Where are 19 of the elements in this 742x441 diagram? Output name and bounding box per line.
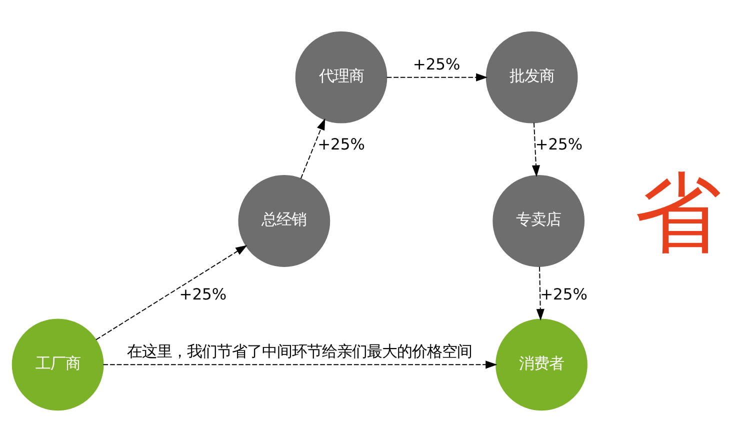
label: 省 <box>634 161 722 264</box>
node-circle: 专卖店 <box>492 174 585 266</box>
node-circle: 工厂商 <box>12 318 104 410</box>
arrow <box>102 360 498 368</box>
arrow <box>386 72 488 81</box>
arrow <box>96 244 248 340</box>
edge-label: +25% <box>412 54 460 73</box>
edge-label: 在这里，我们节省了中间环节给亲们最大的价格空间 <box>127 342 472 360</box>
arrow <box>536 266 544 320</box>
node-circle: 批发商 <box>486 30 578 123</box>
node-circle: 消费者 <box>496 318 588 410</box>
edge-label: +25% <box>540 285 588 304</box>
arrow <box>532 122 540 176</box>
arrow <box>300 118 326 179</box>
edge-label: +25% <box>179 285 227 304</box>
edge-label: +25% <box>318 135 365 154</box>
node-circle: 代理商 <box>295 30 388 123</box>
edge-label: +25% <box>535 135 583 154</box>
node-circle: 总经销 <box>238 174 330 266</box>
